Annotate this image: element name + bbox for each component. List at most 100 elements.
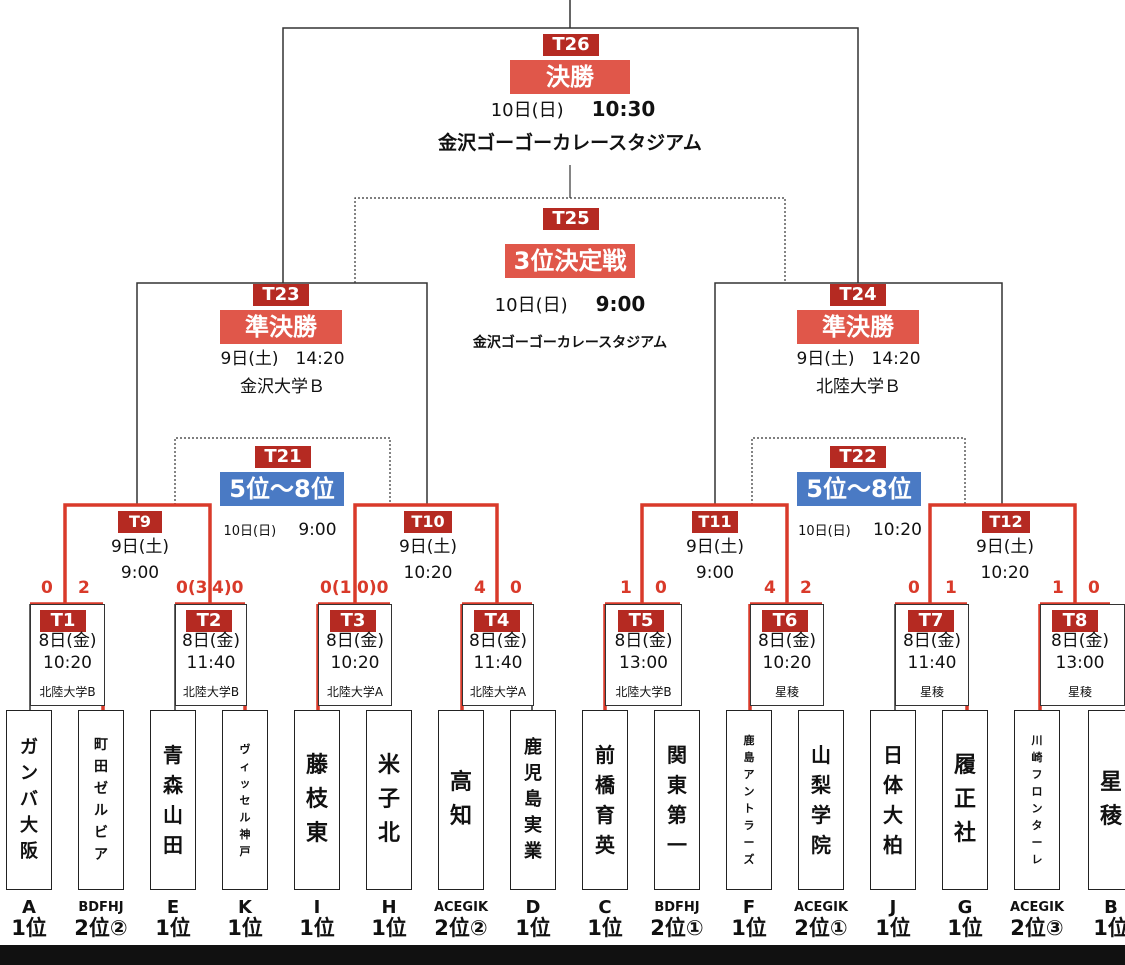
match-code-T24: T24 <box>830 284 886 306</box>
match-code-T1: T1 <box>40 610 86 632</box>
match-date-T25: 10日(日) 9:00 <box>470 291 670 317</box>
seed-rank: 1位 <box>515 916 551 940</box>
seed-rank: 1位 <box>1093 916 1125 940</box>
match-date-T8: 8日(金) <box>1050 631 1110 651</box>
seed-group: BDFHJ <box>654 900 700 915</box>
team-card: 日体大柏日体大柏 <box>870 710 916 890</box>
seed-group: G <box>957 897 973 918</box>
match-code-T5: T5 <box>618 610 664 632</box>
match-date-T5: 8日(金) <box>614 631 673 651</box>
match-date-T10: 9日(土) <box>398 537 458 557</box>
score-T4-left: 4 <box>474 578 486 598</box>
date-text: 10日(日) <box>223 524 277 539</box>
match-venue-T6: 星稜 <box>774 685 799 699</box>
score-T8-left: 1 <box>1052 578 1064 598</box>
match-date-T2: 8日(金) <box>181 631 241 651</box>
match-code-T9: T9 <box>118 511 162 533</box>
match-time-T1: 10:20 <box>43 653 92 673</box>
seed-group: ACEGIK <box>433 900 489 915</box>
time-text: 9:00 <box>298 520 337 540</box>
match-time-T10: 10:20 <box>403 563 453 583</box>
match-venue-T24: 北陸大学Ｂ <box>816 377 901 397</box>
match-code-T21: T21 <box>255 446 311 468</box>
team-card: 高知高知 <box>438 710 484 890</box>
match-code-T2: T2 <box>186 610 232 632</box>
match-code-T10: T10 <box>404 511 452 533</box>
match-time-T8: 13:00 <box>1055 653 1105 673</box>
match-date-T4: 8日(金) <box>468 631 528 651</box>
seed-group: D <box>525 897 541 918</box>
match-title-T26: 決勝 <box>510 60 630 94</box>
seed-rank: 1位 <box>587 916 623 940</box>
match-venue-T2: 北陸大学B <box>182 685 240 699</box>
match-date-T3: 8日(金) <box>325 631 385 651</box>
seed-rank: 1位 <box>731 916 767 940</box>
match-time-T4: 11:40 <box>473 653 523 673</box>
match-time-T6: 10:20 <box>762 653 812 673</box>
match-code-T7: T7 <box>908 610 954 632</box>
score-T1-left: 0 <box>41 578 53 598</box>
seed-rank: 1位 <box>875 916 911 940</box>
match-date-T1: 8日(金) <box>38 631 97 651</box>
seed-group: B <box>1104 897 1118 918</box>
match-title-T25: 3位決定戦 <box>505 244 635 278</box>
match-venue-T23: 金沢大学Ｂ <box>240 377 325 397</box>
seed-rank: 1位 <box>155 916 191 940</box>
team-card: 前橋育英前橋育英 <box>582 710 628 890</box>
match-title-T21: 5位～8位 <box>220 472 344 506</box>
score-T5-left: 1 <box>620 578 632 598</box>
seed-rank: 2位① <box>794 916 848 940</box>
bottom-bar <box>0 945 1125 965</box>
match-date-T7: 8日(金) <box>902 631 962 651</box>
score-T1-right: 2 <box>78 578 90 598</box>
seed-rank: 2位② <box>74 916 128 940</box>
score-T7-right: 1 <box>945 578 957 598</box>
team-card: ガンバ大阪ガンバ大阪 <box>6 710 52 890</box>
team-card: 関東第一関東第一 <box>654 710 700 890</box>
match-code-T11: T11 <box>692 511 738 533</box>
match-code-T25: T25 <box>543 208 599 230</box>
score-T2-left: 0(3 <box>176 578 208 598</box>
score-T6-left: 4 <box>764 578 776 598</box>
team-card: 藤枝東藤枝東 <box>294 710 340 890</box>
score-T6-right: 2 <box>800 578 812 598</box>
match-time-T3: 10:20 <box>330 653 380 673</box>
score-T8-right: 0 <box>1088 578 1100 598</box>
seed-group: H <box>381 897 397 918</box>
seed-group: F <box>742 897 756 918</box>
team-card: ヴィッセル神戸ヴィッセル神戸 <box>222 710 268 890</box>
match-venue-T7: 星稜 <box>919 685 944 699</box>
team-card: 町田ゼルビア町田ゼルビア <box>78 710 124 890</box>
score-T5-right: 0 <box>655 578 667 598</box>
team-card: 星稜星稜 <box>1088 710 1125 890</box>
score-T7-left: 0 <box>908 578 920 598</box>
match-datetime-T23: 9日(土) 14:20 <box>220 349 345 369</box>
match-code-T6: T6 <box>762 610 808 632</box>
score-T2-right: 4)0 <box>212 578 244 598</box>
seed-rank: 1位 <box>371 916 407 940</box>
seed-rank: 2位① <box>650 916 704 940</box>
time-text: 10:30 <box>591 97 656 121</box>
match-code-T8: T8 <box>1052 610 1098 632</box>
match-code-T22: T22 <box>830 446 886 468</box>
team-card: 米子北米子北 <box>366 710 412 890</box>
seed-group: A <box>22 897 36 918</box>
match-time-T9: 9:00 <box>120 563 160 583</box>
seed-group: BDFHJ <box>78 900 124 915</box>
match-title-T23: 準決勝 <box>220 310 342 344</box>
